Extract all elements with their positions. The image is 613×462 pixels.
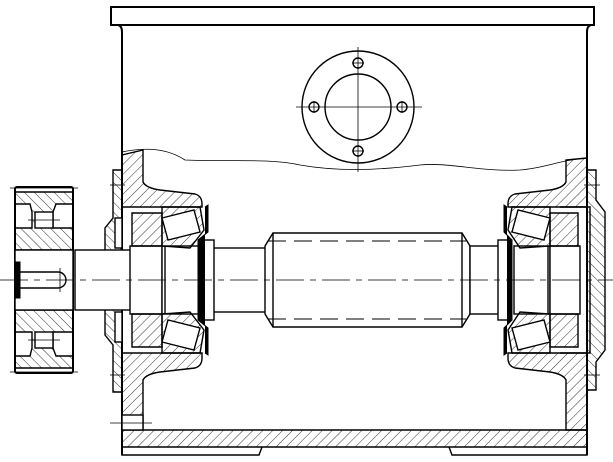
base-plate	[110, 414, 588, 456]
right-housing-section	[507, 157, 606, 431]
housing-top-plate	[110, 6, 595, 26]
cover-flange	[296, 47, 422, 172]
housing-body	[117, 24, 592, 455]
